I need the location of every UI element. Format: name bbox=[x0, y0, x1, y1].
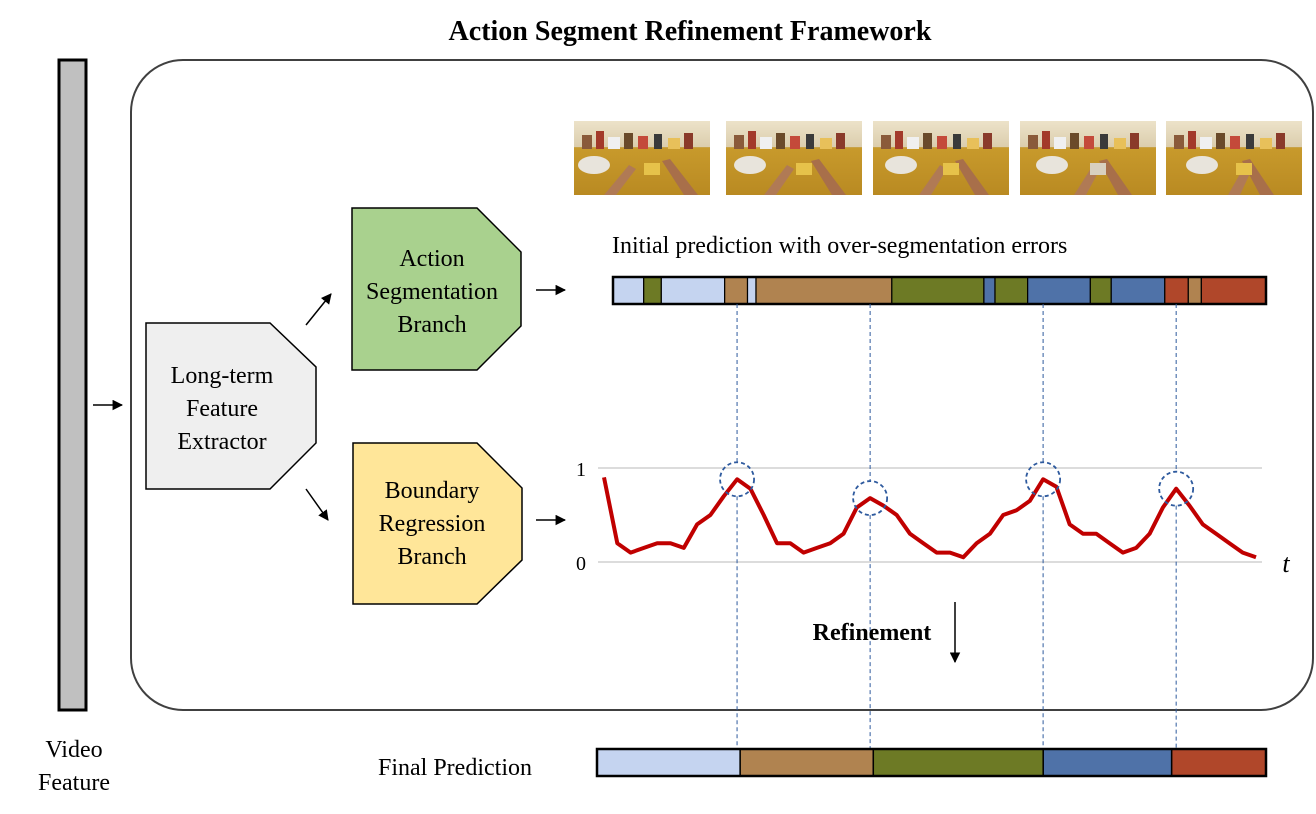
arrow-extractor-to-boundary bbox=[305, 488, 329, 521]
boundary-score-curve bbox=[602, 477, 1257, 560]
plate-shape bbox=[734, 156, 766, 174]
plate-shape bbox=[1036, 156, 1068, 174]
segment-tan bbox=[755, 276, 893, 305]
segment-tan bbox=[739, 748, 875, 777]
segment-rust bbox=[1164, 276, 1189, 305]
framework-container bbox=[130, 59, 1314, 711]
extractor-label-line2: Feature bbox=[186, 396, 258, 422]
food-shape bbox=[943, 163, 959, 175]
extractor-box bbox=[145, 322, 317, 490]
extractor-label-line3: Extractor bbox=[177, 429, 266, 455]
boundary-guides bbox=[736, 304, 1177, 749]
arm-shape bbox=[662, 159, 698, 195]
plate-shape bbox=[1186, 156, 1218, 174]
boundary-branch-box bbox=[352, 442, 523, 605]
plate-shape bbox=[885, 156, 917, 174]
video-feature-label-line2: Feature bbox=[38, 770, 110, 796]
refinement-label: Refinement bbox=[813, 620, 932, 646]
segment-tan bbox=[724, 276, 749, 305]
segment-light_blue bbox=[660, 276, 726, 305]
bar-outline bbox=[595, 747, 1268, 778]
initial-prediction-label: Initial prediction with over-segmentatio… bbox=[612, 233, 1067, 259]
initial-prediction-bar bbox=[611, 275, 1268, 306]
video-feature-bar bbox=[57, 58, 88, 712]
segment-tan bbox=[1187, 276, 1202, 305]
segment-olive bbox=[994, 276, 1029, 305]
food-shape bbox=[644, 163, 660, 175]
food-shape bbox=[796, 163, 812, 175]
arm-shape bbox=[1099, 159, 1132, 195]
segment-olive bbox=[891, 276, 985, 305]
food-shape bbox=[1090, 163, 1106, 175]
segment-light_blue bbox=[746, 276, 757, 305]
boundary-chart: 1 0 t bbox=[576, 459, 1290, 578]
segmentation-branch-label-line2: Segmentation bbox=[366, 279, 498, 305]
video-feature-label-line1: Video bbox=[45, 737, 102, 763]
arm-shape bbox=[764, 165, 794, 195]
boundary-branch-label-line3: Branch bbox=[397, 544, 466, 570]
segment-rust bbox=[1200, 276, 1267, 305]
video-frame-thumbnail bbox=[726, 121, 862, 195]
arm-shape bbox=[604, 165, 636, 195]
video-frame-thumbnail bbox=[873, 121, 1009, 195]
segment-light_blue bbox=[596, 748, 741, 777]
segment-blue bbox=[1042, 748, 1173, 777]
diagram-title: Action Segment Refinement Framework bbox=[449, 16, 932, 47]
segment-blue bbox=[1110, 276, 1166, 305]
chart-x-axis-label: t bbox=[1282, 549, 1290, 578]
chart-y-tick-1: 1 bbox=[576, 459, 586, 481]
segment-olive bbox=[1089, 276, 1112, 305]
segmentation-branch-label-line1: Action bbox=[399, 246, 464, 272]
video-frame-thumbnail bbox=[574, 121, 710, 195]
segment-olive bbox=[643, 276, 662, 305]
bar-outline bbox=[611, 275, 1268, 306]
extractor-label-line1: Long-term bbox=[171, 363, 274, 389]
arrow-extractor-to-segmentation bbox=[305, 293, 332, 326]
arm-shape bbox=[811, 159, 846, 195]
chart-y-tick-0: 0 bbox=[576, 553, 586, 575]
final-prediction-label: Final Prediction bbox=[378, 755, 532, 781]
arm-shape bbox=[919, 165, 947, 195]
peak-circle bbox=[719, 461, 755, 498]
peak-circle bbox=[1158, 470, 1195, 507]
peak-circle bbox=[1025, 461, 1062, 498]
video-frames bbox=[574, 121, 1302, 195]
segment-blue bbox=[1027, 276, 1091, 305]
video-frame-thumbnail bbox=[1020, 121, 1156, 195]
boundary-branch-label-line2: Regression bbox=[379, 511, 486, 537]
boundary-branch-label-line1: Boundary bbox=[385, 478, 480, 504]
segment-olive bbox=[872, 748, 1044, 777]
segment-blue bbox=[983, 276, 996, 305]
segment-light_blue bbox=[612, 276, 645, 305]
segmentation-branch-box bbox=[351, 207, 522, 371]
segment-rust bbox=[1170, 748, 1267, 777]
arm-shape bbox=[955, 159, 989, 195]
final-prediction-bar bbox=[595, 747, 1268, 778]
food-shape bbox=[1236, 163, 1252, 175]
segmentation-branch-label-line3: Branch bbox=[397, 312, 466, 338]
plate-shape bbox=[578, 156, 610, 174]
video-frame-thumbnail bbox=[1166, 121, 1302, 195]
